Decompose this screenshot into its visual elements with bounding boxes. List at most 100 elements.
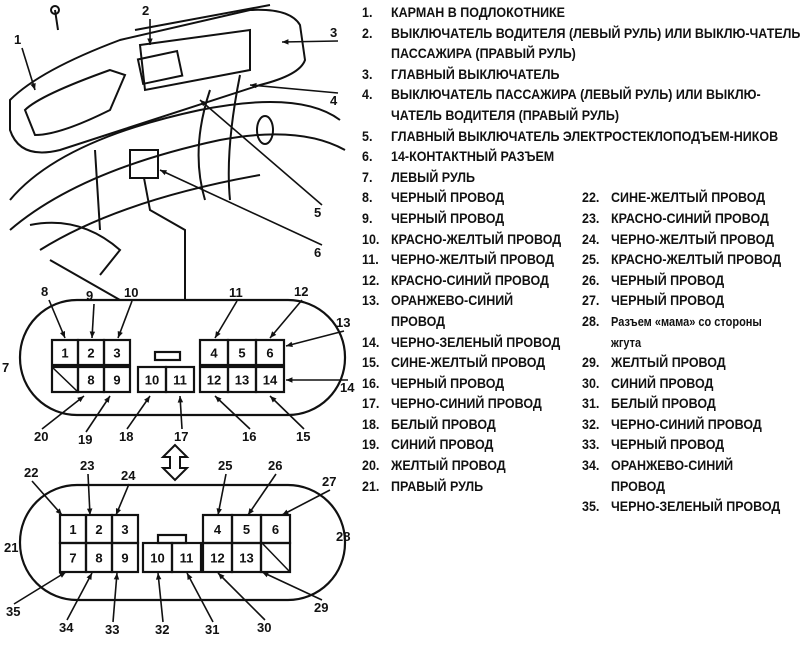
pin-cell: 11: [170, 541, 203, 574]
legend-text: КРАСНО-ЖЕЛТЫЙ ПРОВОД: [391, 231, 562, 248]
legend-text: ЧЕРНЫЙ ПРОВОД: [391, 210, 505, 227]
pin-number: 1: [61, 346, 68, 361]
legend-number: 10.: [362, 231, 380, 248]
arrowhead-icon: [248, 508, 254, 515]
callout-8: 8: [41, 284, 66, 339]
pin-cell: 2: [84, 513, 114, 545]
legend-item: 18.БЕЛЫЙ ПРОВОД: [362, 415, 582, 436]
legend-number: 22.: [582, 190, 600, 207]
legend-number: 21.: [362, 478, 380, 495]
callout-number: 15: [296, 429, 310, 444]
legend-text: Разъем «мама» со стороны жгута: [611, 314, 762, 350]
arrowhead-icon: [282, 39, 289, 45]
pin-cell: 1: [50, 338, 80, 367]
legend-item: 12.КРАСНО-СИНИЙ ПРОВОД: [362, 271, 582, 292]
legend-number: 31.: [582, 396, 600, 413]
callout-number: 31: [205, 622, 219, 637]
callout-24: 24: [115, 468, 136, 516]
arrowhead-icon: [117, 331, 123, 338]
legend-item: 14.ЧЕРНО-ЗЕЛЕНЫЙ ПРОВОД: [362, 333, 582, 354]
legend-text: ЧЕРНЫЙ ПРОВОД: [611, 272, 725, 289]
arrowhead-icon: [270, 331, 277, 338]
callout-6: 6: [159, 169, 323, 260]
callout-number: 8: [41, 284, 48, 299]
arrowhead-icon: [286, 377, 293, 383]
arrowhead-icon: [89, 331, 96, 338]
leader-line: [112, 572, 118, 623]
legend-item: 27.ЧЕРНЫЙ ПРОВОД: [582, 291, 800, 312]
arrowhead-icon: [270, 396, 277, 403]
leader-line: [247, 473, 277, 516]
pin-number: 13: [235, 373, 249, 388]
arrowhead-icon: [86, 573, 92, 580]
callout-32: 32: [155, 572, 169, 637]
blank-pin-diagonal: [261, 542, 291, 573]
legend-text: ОРАНЖЕВО-СИНИЙ ПРОВОД: [611, 458, 734, 495]
leader-line: [48, 299, 66, 339]
legend-text: СИНИЙ ПРОВОД: [611, 375, 714, 392]
callout-number: 4: [330, 93, 338, 108]
callout-number: 18: [119, 429, 133, 444]
pin-number: 8: [95, 551, 102, 566]
pin-number: 9: [113, 373, 120, 388]
callout-number: 2: [142, 3, 149, 18]
pin-number: 10: [145, 373, 159, 388]
callout-number: 21: [4, 540, 18, 555]
arrowhead-icon: [177, 396, 184, 403]
leader-line: [157, 572, 164, 623]
legend-text: ЧЕРНО-ЗЕЛЕНЫЙ ПРОВОД: [611, 499, 781, 516]
callout-3: 3: [281, 25, 339, 45]
leader-line: [13, 571, 67, 605]
leader-line: [249, 84, 339, 94]
arrowhead-icon: [282, 509, 289, 515]
callout-number: 26: [268, 458, 282, 473]
leader-line: [285, 330, 345, 347]
legend-text: ВЫКЛЮЧАТЕЛЬ ВОДИТЕЛЯ (ЛЕВЫЙ РУЛЬ) ИЛИ ВЫ…: [391, 25, 800, 63]
legend-text: КРАСНО-СИНИЙ ПРОВОД: [391, 272, 549, 289]
callout-1: 1: [14, 32, 36, 91]
callout-21: 21: [4, 540, 18, 555]
callout-number: 22: [24, 465, 38, 480]
arrowhead-icon: [160, 170, 167, 176]
leader-line: [281, 489, 331, 516]
blank-pin-diagonal: [51, 366, 79, 393]
pin-number: 12: [210, 551, 224, 566]
legend-item: 22.СИНЕ-ЖЕЛТЫЙ ПРОВОД: [582, 188, 800, 209]
pin-cell: 1: [58, 513, 88, 545]
legend-number: 9.: [362, 210, 373, 227]
pin-cell: 9: [110, 541, 140, 574]
pin-number: 9: [121, 551, 128, 566]
pin-number: 10: [150, 551, 164, 566]
legend-item: 28.Разъем «мама» со стороны жгута: [582, 312, 800, 353]
arrowhead-icon: [218, 573, 225, 580]
callout-number: 28: [336, 529, 350, 544]
legend-item: 15.СИНЕ-ЖЕЛТЫЙ ПРОВОД: [362, 353, 582, 374]
arrowhead-icon: [262, 572, 269, 578]
pin-cell: 4: [198, 338, 230, 367]
legend-item: 11.ЧЕРНО-ЖЕЛТЫЙ ПРОВОД: [362, 250, 582, 271]
legend-text: КРАСНО-ЖЕЛТЫЙ ПРОВОД: [611, 252, 782, 269]
pin-number: 6: [272, 522, 279, 537]
arrowhead-icon: [187, 573, 193, 580]
pin-number: 12: [207, 373, 221, 388]
callout-number: 13: [336, 315, 350, 330]
legend-number: 25.: [582, 252, 600, 269]
leader-line: [87, 473, 91, 516]
arrowhead-icon: [115, 508, 122, 515]
legend-number: 18.: [362, 416, 380, 433]
callout-33: 33: [105, 572, 119, 637]
pin-cell: 7: [58, 541, 88, 574]
legend-number: 15.: [362, 355, 380, 372]
legend-number: 19.: [362, 437, 380, 454]
pin-cell: 4: [201, 513, 234, 545]
callout-28: 28: [336, 529, 350, 544]
pin-cell: 3: [110, 513, 140, 545]
legend-text: КРАСНО-СИНИЙ ПРОВОД: [611, 210, 769, 227]
legend-text: ЖЕЛТЫЙ ПРОВОД: [391, 458, 506, 475]
pin-number: 5: [243, 522, 250, 537]
arrowhead-icon: [215, 331, 221, 338]
callout-15: 15: [269, 395, 310, 444]
pin-cell: 11: [164, 365, 196, 394]
callout-7: 7: [2, 360, 9, 375]
